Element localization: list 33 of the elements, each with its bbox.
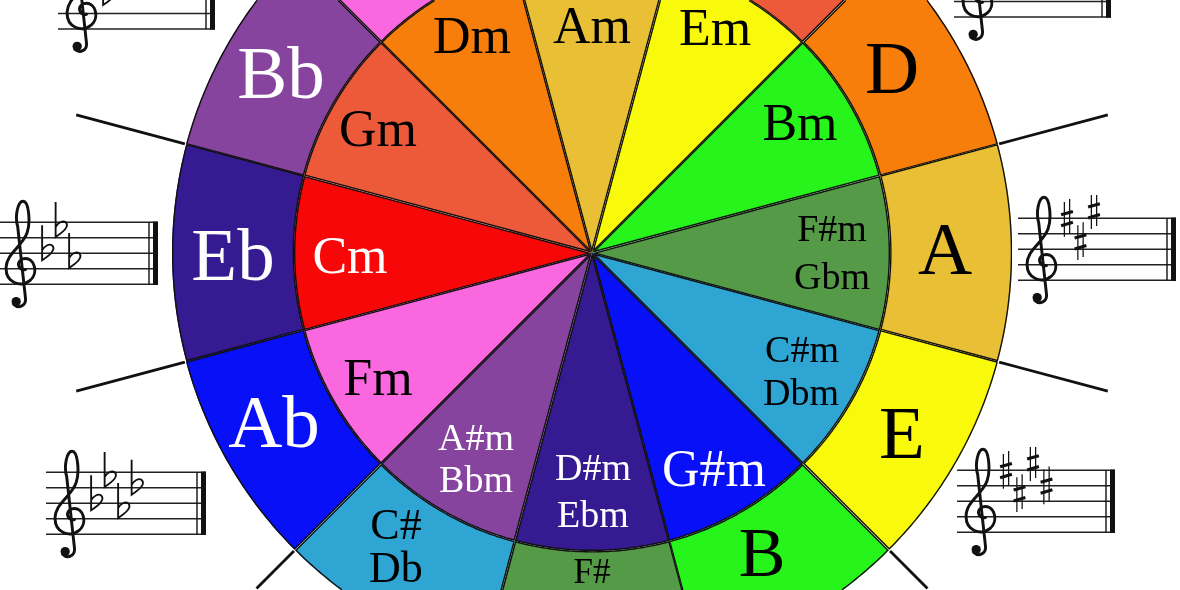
minor-key-name: C#m: [765, 330, 839, 368]
major-key-sector: [749, 0, 845, 43]
minor-key-sector: [524, 0, 660, 253]
major-key-name: E: [879, 395, 925, 470]
minor-key-name: G#m: [662, 443, 766, 495]
major-key-sector: [879, 144, 1012, 362]
major-key-name: B: [738, 518, 786, 588]
minor-key-name: Bm: [762, 97, 838, 149]
minor-key-name: Gbm: [794, 257, 870, 295]
major-key-name: D: [864, 30, 920, 105]
major-key-name: F#: [573, 554, 611, 589]
major-key-sector: [295, 463, 515, 590]
minor-key-name: Dm: [433, 10, 511, 62]
major-key-name: Ab: [228, 384, 320, 459]
major-key-name: Eb: [191, 217, 275, 292]
minor-key-name: Em: [678, 2, 752, 54]
major-key-name: Bb: [237, 35, 325, 110]
major-key-name: Db: [369, 546, 423, 590]
minor-key-name: A#m: [438, 418, 514, 456]
minor-key-name: Bbm: [439, 460, 513, 498]
minor-key-name: Ebm: [557, 495, 629, 533]
minor-key-name: Dbm: [763, 373, 839, 411]
major-key-name: C#: [370, 503, 422, 547]
major-key-sector: [172, 144, 305, 362]
minor-key-name: D#m: [555, 448, 631, 486]
major-key-name: A: [917, 211, 973, 286]
major-key-sector: [501, 540, 683, 590]
minor-key-name: Cm: [312, 230, 388, 282]
major-key-sector: [339, 0, 435, 43]
minor-key-name: F#m: [797, 209, 867, 247]
minor-key-name: Gm: [339, 103, 417, 155]
minor-key-name: Fm: [343, 352, 413, 404]
minor-key-name: Am: [553, 0, 631, 52]
